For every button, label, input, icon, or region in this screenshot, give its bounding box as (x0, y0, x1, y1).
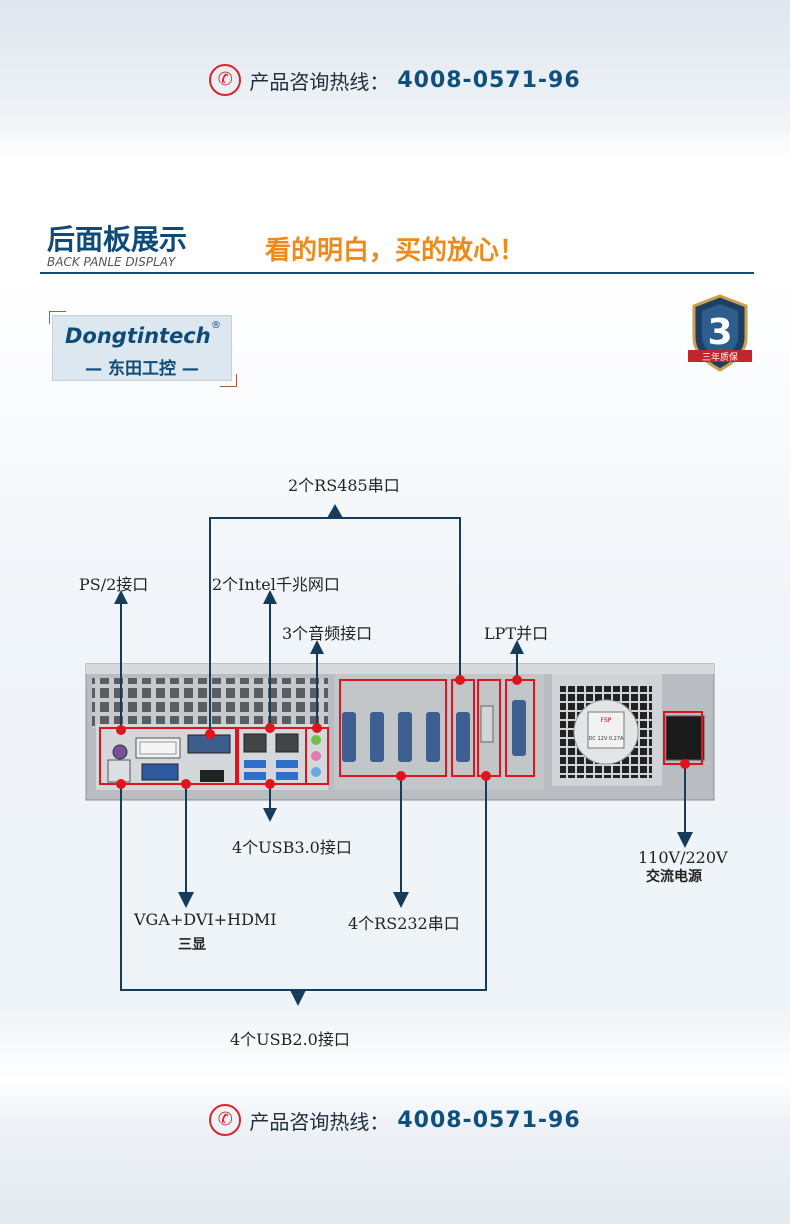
warranty-badge-icon: 3 三年质保 (688, 294, 752, 372)
hotline-number[interactable]: 4008-0571-96 (397, 1107, 581, 1133)
psu-sticker-rating: DC 12V 0.27A (589, 736, 624, 742)
label-usb20: 4个USB2.0接口 (230, 1030, 350, 1049)
psu-sticker-brand: FSP (601, 717, 612, 724)
section-subtitle: BACK PANLE DISPLAY (47, 255, 176, 269)
brand-logo: Dongtintech ® — 东田工控 — (53, 316, 231, 380)
label-power-ac: 交流电源 (646, 869, 702, 885)
phone-icon: ✆ (209, 64, 242, 96)
bottom-hotline-band (0, 1080, 790, 1224)
label-intel-lan: 2个Intel千兆网口 (212, 575, 340, 594)
io-ports (107, 733, 321, 783)
label-power-voltage: 110V/220V (638, 848, 728, 867)
hotline-label: 产品咨询热线： (249, 1109, 390, 1134)
label-usb30: 4个USB3.0接口 (232, 838, 352, 857)
section-divider (40, 272, 754, 274)
brand-name-cn: — 东田工控 — (85, 359, 199, 379)
section-title: 后面板展示 (47, 223, 188, 256)
label-tri-display: 三显 (178, 937, 206, 953)
expansion-cards (342, 700, 705, 762)
top-hotline-band (0, 0, 790, 160)
label-lpt: LPT并口 (484, 624, 549, 643)
badge-ribbon: 三年质保 (702, 351, 738, 363)
top-hotline: ✆ 产品咨询热线： 4008-0571-96 (0, 64, 790, 96)
hotline-label: 产品咨询热线： (249, 69, 390, 94)
bottom-hotline: ✆ 产品咨询热线： 4008-0571-96 (0, 1104, 790, 1136)
label-rs232: 4个RS232串口 (348, 914, 460, 933)
badge-digit: 3 (707, 312, 732, 353)
brand-name: Dongtintech (65, 324, 211, 348)
phone-icon: ✆ (209, 1104, 242, 1136)
slogan: 看的明白，买的放心！ (265, 236, 526, 266)
label-audio: 3个音频接口 (282, 624, 373, 643)
label-vga-dvi-hdmi: VGA+DVI+HDMI (134, 910, 277, 929)
arrow-heads (114, 504, 693, 1006)
hotline-number[interactable]: 4008-0571-96 (397, 67, 581, 93)
registered-mark: ® (211, 320, 221, 331)
label-ps2: PS/2接口 (79, 575, 149, 594)
label-rs485: 2个RS485串口 (288, 476, 400, 495)
logo-corner (49, 311, 66, 324)
logo-corner (220, 374, 237, 387)
red-markers (116, 675, 690, 789)
